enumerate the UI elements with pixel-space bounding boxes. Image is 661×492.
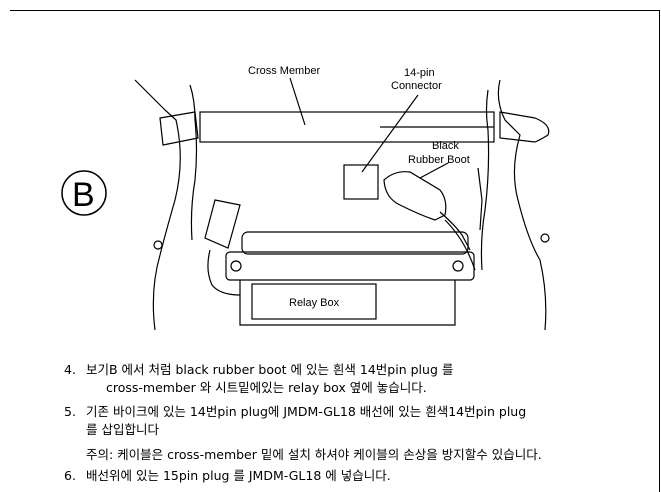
cross-member-label: Cross Member xyxy=(248,65,320,77)
step-text: 를 삽입합니다 xyxy=(86,422,159,437)
connector-label-line1: 14-pin xyxy=(404,67,435,79)
page-frame xyxy=(10,10,660,492)
step-text: cross-member 와 시트밑에있는 relay box 옆에 놓습니다. xyxy=(106,380,427,395)
installation-diagram: B Cross Member 14-pin Connector Black Ru… xyxy=(61,65,550,331)
connector-label-line2: Connector xyxy=(391,80,442,92)
relay-box-top xyxy=(241,231,469,255)
step-text: 기존 바이크에 있는 14번pin plug에 JMDM-GL18 배선에 있는… xyxy=(86,404,527,419)
right-frame-bolt xyxy=(540,233,550,243)
step-number: 6. xyxy=(64,468,76,483)
relay-box-label: Relay Box xyxy=(289,297,340,309)
left-plug xyxy=(204,199,241,249)
step-text: 배선위에 있는 15pin plug 를 JMDM-GL18 에 넣습니다. xyxy=(86,468,391,483)
right-clamp xyxy=(499,111,550,143)
relay-box-body xyxy=(239,280,456,326)
boot-label-line2: Rubber Boot xyxy=(408,154,470,166)
right-frame-outline xyxy=(497,79,547,331)
left-frame-bolt xyxy=(153,240,163,250)
step-number: 5. xyxy=(64,404,76,419)
section-b-circle xyxy=(61,170,107,216)
step-number: 4. xyxy=(64,362,76,377)
left-clamp xyxy=(159,111,199,146)
section-b-label: B xyxy=(72,176,95,214)
step-text: 보기B 에서 처럼 black rubber boot 에 있는 흰색 14번p… xyxy=(86,362,454,377)
rubber-boot xyxy=(383,171,447,221)
boot-label-line1: Black xyxy=(432,140,459,152)
caution-note: 주의: 케이블은 cross-member 밑에 설치 하셔야 케이블의 손상을… xyxy=(86,447,542,462)
instruction-list: 4. 보기B 에서 처럼 black rubber boot 에 있는 흰색 1… xyxy=(0,356,661,492)
relay-box-label-frame xyxy=(251,283,377,320)
connector-square xyxy=(343,164,379,200)
left-frame-inner xyxy=(189,84,198,241)
right-frame-inner xyxy=(480,89,490,271)
left-frame-outline xyxy=(134,79,181,331)
relay-bolt-right xyxy=(452,260,464,272)
relay-bolt-left xyxy=(230,260,242,272)
